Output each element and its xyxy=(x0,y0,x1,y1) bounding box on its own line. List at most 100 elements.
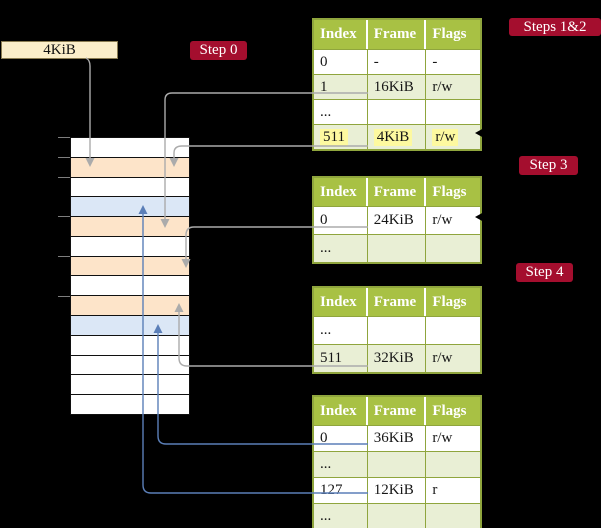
table-cell: r xyxy=(432,482,438,498)
memory-frame-row xyxy=(71,176,189,197)
memory-address-tick xyxy=(58,157,70,158)
badge-step-3-label: Step 3 xyxy=(529,157,568,173)
memory-frame-row xyxy=(71,354,189,375)
badge-steps-1-2-label: Steps 1&2 xyxy=(523,18,587,35)
table-row: ... xyxy=(314,99,480,124)
table-row: 0-- xyxy=(314,49,480,74)
table-cell xyxy=(426,100,480,124)
badge-step-0-label: Step 0 xyxy=(199,42,238,58)
highlighted-value: 511 xyxy=(320,128,348,146)
table-cell: r/w xyxy=(432,78,453,95)
memory-frame-row xyxy=(71,138,189,157)
table-row: ... xyxy=(314,503,480,528)
table-cell: 1 xyxy=(314,75,368,99)
table-cell: 4KiB xyxy=(368,125,427,149)
memory-frame-row xyxy=(71,374,189,395)
table-cell: 0 xyxy=(314,50,368,74)
table-cell: 24KiB xyxy=(368,207,427,234)
table-cell: 12KiB xyxy=(368,478,427,503)
column-header-index: Index xyxy=(314,288,368,316)
table-cell: ... xyxy=(314,504,368,528)
table-cell: ... xyxy=(314,452,368,477)
table-cell: 511 xyxy=(314,125,368,149)
memory-address-tick xyxy=(58,296,70,297)
table-cell xyxy=(426,504,480,528)
memory-address-tick xyxy=(58,216,70,217)
column-header-frame: Frame xyxy=(368,288,427,316)
table-cell xyxy=(426,235,480,262)
memory-address-tick xyxy=(58,177,70,178)
physical-memory-stack xyxy=(70,137,190,415)
table-cell xyxy=(368,504,427,528)
table-cell: - xyxy=(368,50,427,74)
memory-frame-row xyxy=(71,255,189,276)
column-header-index: Index xyxy=(314,20,368,49)
memory-frame-row xyxy=(71,216,189,236)
memory-address-tick xyxy=(58,137,70,138)
column-header-flags: Flags xyxy=(432,183,467,200)
column-header-frame: Frame xyxy=(368,397,427,425)
memory-frame-row xyxy=(71,394,189,414)
table-cell: r/w xyxy=(432,212,453,228)
badge-step-3: Step 3 xyxy=(519,156,578,175)
column-header-frame: Frame xyxy=(368,20,427,49)
table-cell: 0 xyxy=(314,426,368,451)
table-cell: ... xyxy=(314,100,368,124)
table-row: ... xyxy=(314,316,480,344)
memory-frame-row xyxy=(71,315,189,335)
table-cell xyxy=(368,452,427,477)
table-cell: - xyxy=(432,53,438,70)
table-row: ... xyxy=(314,234,480,262)
badge-step-4-label: Step 4 xyxy=(525,264,564,280)
table-cell: 0 xyxy=(314,207,368,234)
table-cell xyxy=(426,452,480,477)
badge-steps-1-2: Steps 1&2 xyxy=(509,18,601,36)
table-cell: r/w xyxy=(432,350,453,366)
column-header-flags: Flags xyxy=(432,293,467,310)
memory-frame-row xyxy=(71,295,189,316)
frame-size-label: 4KiB xyxy=(43,41,76,58)
table-cell: r/w xyxy=(426,125,480,149)
memory-frame-row xyxy=(71,235,189,256)
table-cell: ... xyxy=(314,235,368,262)
badge-step-0: Step 0 xyxy=(190,41,247,60)
table-cell: 16KiB xyxy=(368,75,427,99)
table-cell: 127 xyxy=(314,478,368,503)
column-header-flags: Flags xyxy=(432,402,467,419)
column-header-frame: Frame xyxy=(368,178,427,206)
memory-frame-row xyxy=(71,275,189,296)
table-cell xyxy=(368,100,427,124)
table-cell: 511 xyxy=(314,345,368,372)
highlighted-value: r/w xyxy=(432,128,459,146)
column-header-index: Index xyxy=(314,178,368,206)
memory-frame-row xyxy=(71,156,189,177)
column-header-flags: Flags xyxy=(432,26,467,42)
frame-size-box: 4KiB xyxy=(1,41,118,59)
table-cell xyxy=(426,317,480,344)
memory-address-tick xyxy=(58,256,70,257)
table-cell: 36KiB xyxy=(368,426,427,451)
badge-step-4: Step 4 xyxy=(516,263,573,282)
table-cell xyxy=(368,235,427,262)
table-row: 511 4KiB r/w xyxy=(314,124,480,149)
memory-frame-row xyxy=(71,334,189,355)
table-cell: r/w xyxy=(432,430,453,446)
table-row: ... xyxy=(314,451,480,477)
column-header-index: Index xyxy=(314,397,368,425)
table-cell xyxy=(368,317,427,344)
table-cell: ... xyxy=(314,317,368,344)
